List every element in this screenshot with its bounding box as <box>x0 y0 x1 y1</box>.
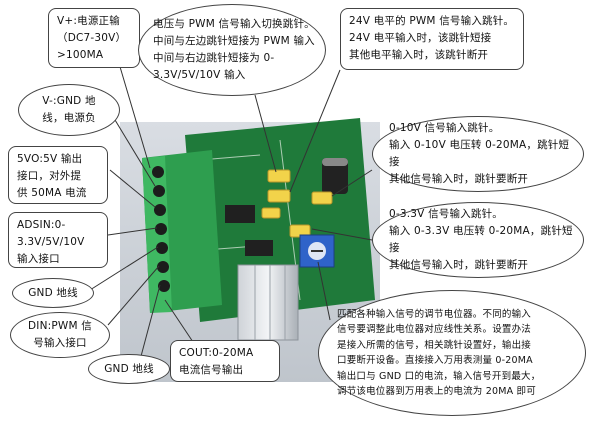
heat-sink <box>237 264 299 341</box>
callout-cout: COUT:0-20MA 电流信号输出 <box>170 340 280 382</box>
callout-vplus: V+:电源正输 （DC7-30V） >100MA <box>48 8 140 68</box>
callout-potentiometer: 匹配各种输入信号的调节电位器。不同的输入 信号要调整此电位器对应线性关系。设置办… <box>318 290 586 416</box>
callout-pwm-jumper: 电压与 PWM 信号输入切换跳针。 中间与左边跳针短接为 PWM 输入 中间与右… <box>138 4 326 96</box>
callout-adsin: ADSIN:0- 3.3V/5V/10V 输入接口 <box>8 212 108 268</box>
ics <box>225 205 273 256</box>
callout-5v-output: 5VO:5V 输出 接口，对外提 供 50MA 电流 <box>8 146 108 204</box>
callout-10v: 0-10V 信号输入跳针。 输入 0-10V 电压转 0-20MA，跳针短接 其… <box>372 116 584 192</box>
potentiometer <box>299 234 335 268</box>
callout-3v3: 0-3.3V 信号输入跳针。 输入 0-3.3V 电压转 0-20MA，跳针短接… <box>372 202 584 278</box>
callout-gnd-left: GND 地线 <box>12 278 94 308</box>
terminal-block <box>142 150 222 313</box>
callout-24v-pwm: 24V 电平的 PWM 信号输入跳针。 24V 电平输入时，该跳针短接 其他电平… <box>340 8 524 70</box>
capacitor <box>322 158 348 194</box>
callout-vminus: V-:GND 地 线，电源负 <box>18 84 120 136</box>
leader-lines <box>89 59 373 361</box>
callout-gnd-bottom: GND 地线 <box>88 354 170 384</box>
callout-din: DIN:PWM 信 号输入接口 <box>10 312 110 358</box>
